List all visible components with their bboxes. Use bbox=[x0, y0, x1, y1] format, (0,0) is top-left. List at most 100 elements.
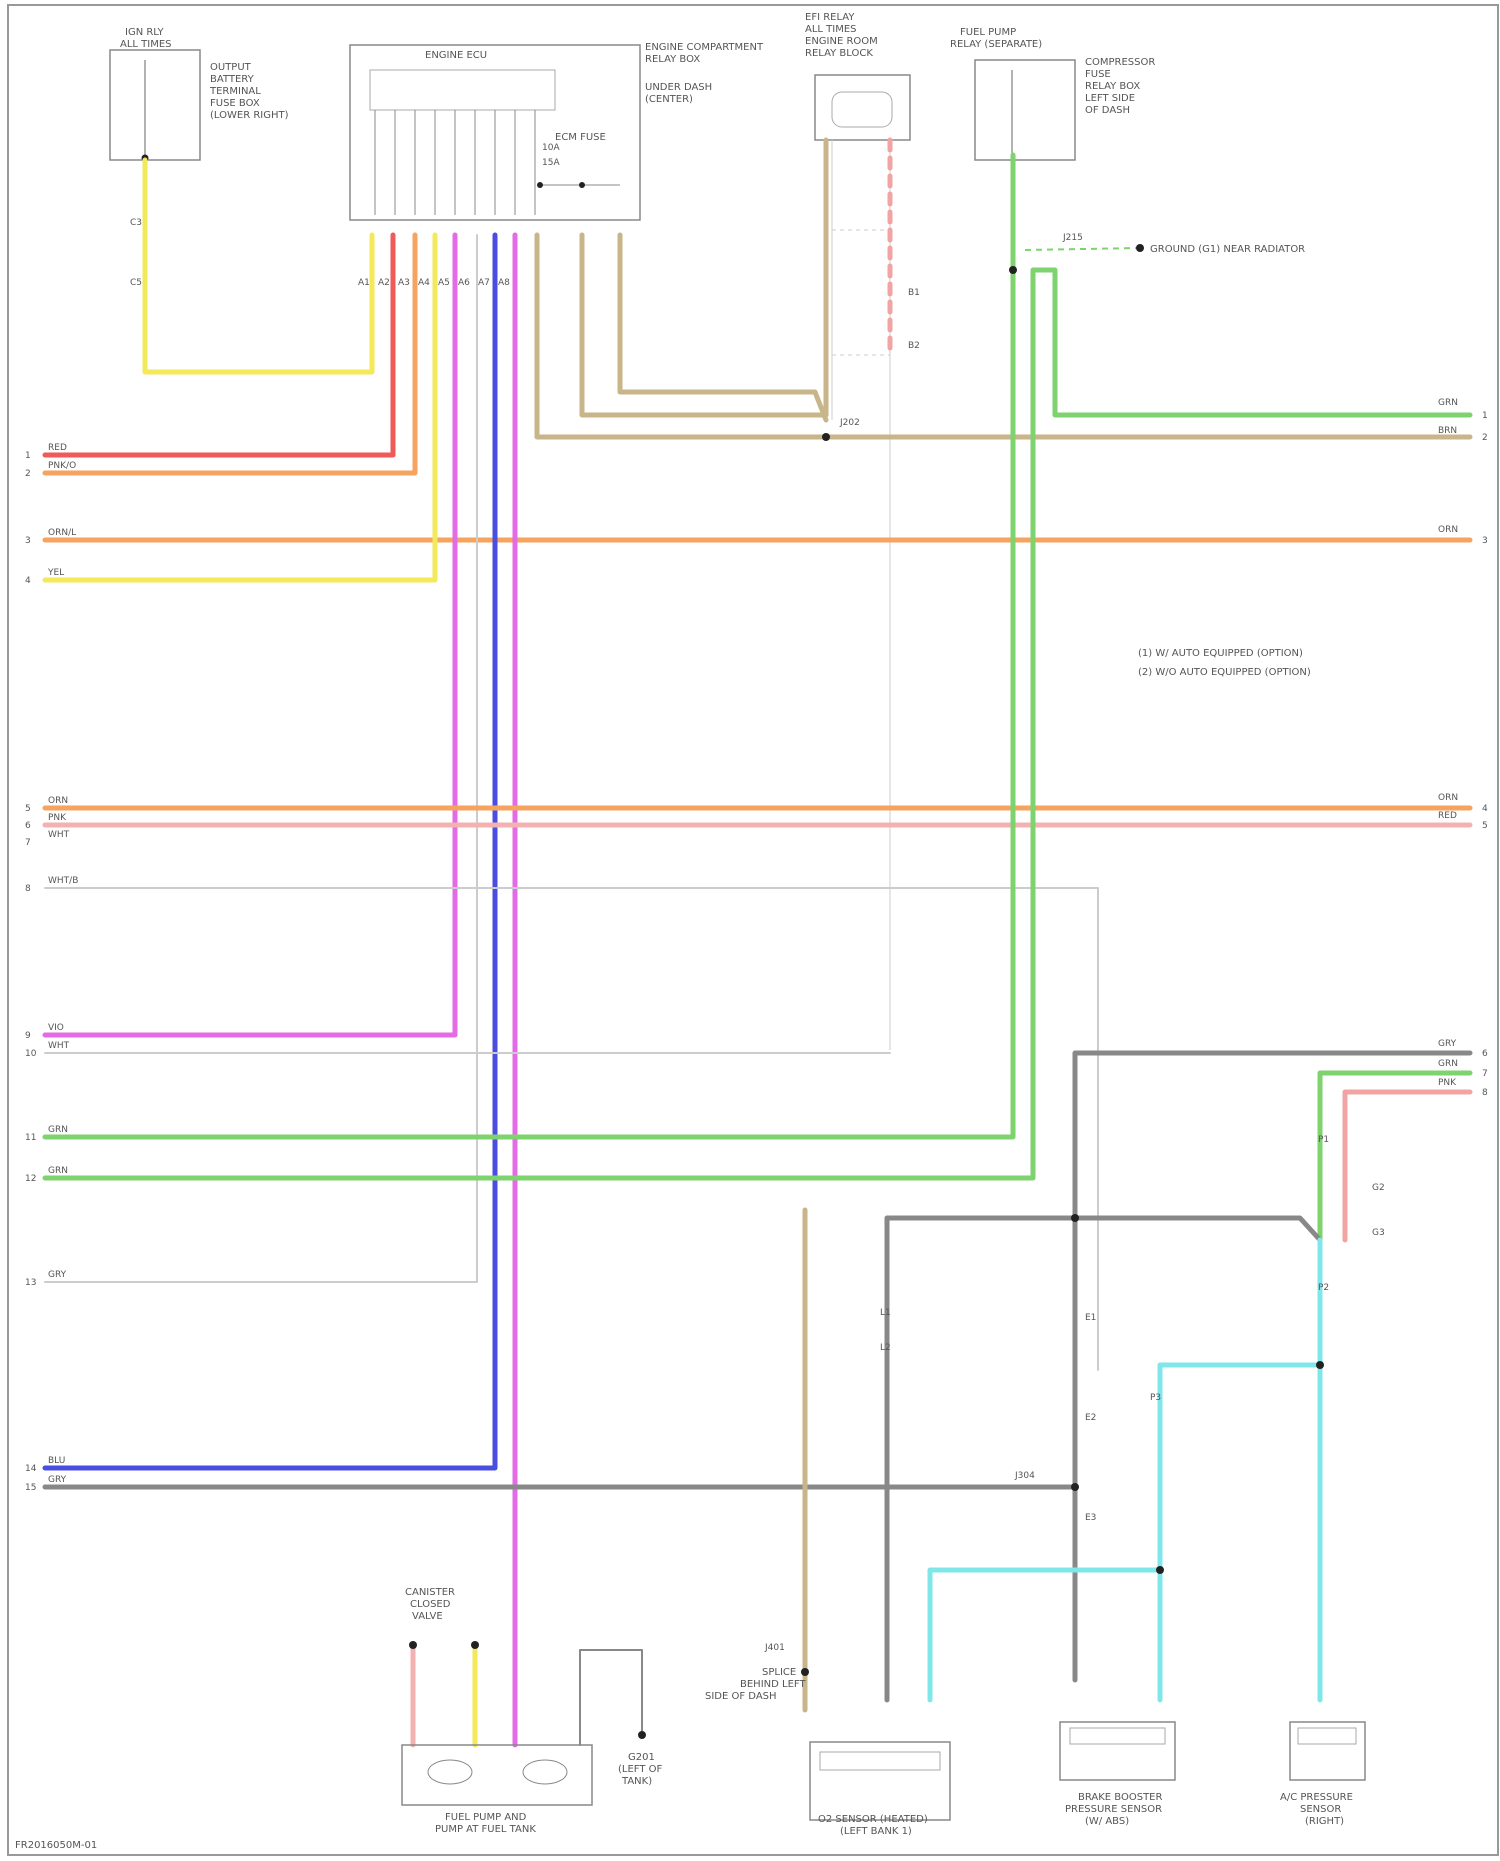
wire-orange-2 bbox=[45, 235, 415, 473]
efi-relay-title-1: EFI RELAY bbox=[805, 12, 855, 23]
small-label: E1 bbox=[1085, 1313, 1096, 1323]
right-pin-code: ORN bbox=[1438, 793, 1458, 803]
canister-valve: CANISTER CLOSED VALVE bbox=[405, 1587, 479, 1745]
small-label: P1 bbox=[1318, 1135, 1329, 1145]
small-label: P2 bbox=[1318, 1283, 1329, 1293]
left-pin-num: 10 bbox=[25, 1049, 37, 1059]
left-pin-num: 14 bbox=[25, 1464, 37, 1474]
small-label: 10A bbox=[542, 143, 560, 153]
small-label: L1 bbox=[880, 1308, 891, 1318]
left-pin-num: 3 bbox=[25, 536, 31, 546]
o2-sensor-title-2: (LEFT BANK 1) bbox=[840, 1826, 912, 1837]
efi-relay-title-3: ENGINE ROOM bbox=[805, 36, 878, 47]
left-pin-code: PNK/O bbox=[48, 461, 76, 471]
brake-sensor-title-3: (W/ ABS) bbox=[1085, 1816, 1129, 1827]
left-pin-num: 1 bbox=[25, 451, 31, 461]
wire-green-11 bbox=[45, 155, 1013, 1137]
left-pin-code: ORN/L bbox=[48, 528, 76, 538]
ignition-relay-note-5: (LOWER RIGHT) bbox=[210, 110, 289, 121]
left-pin-num: 15 bbox=[25, 1483, 36, 1493]
left-pin-num: 6 bbox=[25, 821, 31, 831]
splice-label: J304 bbox=[1014, 1471, 1035, 1481]
small-label: 15A bbox=[542, 158, 560, 168]
left-pin-code: WHT/B bbox=[48, 876, 78, 886]
small-labels: C3 C5 10A 15A B1 B2 A1 A2 A3 A4 A5 A6 A7… bbox=[130, 143, 1385, 1523]
small-label: A7 bbox=[478, 278, 490, 288]
left-pin-code: WHT bbox=[48, 830, 70, 840]
fuel-pump: FUEL PUMP AND PUMP AT FUEL TANK G201 (LE… bbox=[402, 1650, 663, 1835]
small-label: A3 bbox=[398, 278, 410, 288]
o2-sensor-title-1: O2 SENSOR (HEATED) bbox=[818, 1814, 928, 1825]
pressure-sensor-title-2: SENSOR bbox=[1300, 1804, 1341, 1815]
canister-valve-title-3: VALVE bbox=[412, 1611, 443, 1622]
small-label: A1 bbox=[358, 278, 370, 288]
right-pin-code: GRN bbox=[1438, 398, 1458, 408]
ground-g2-label-3: TANK) bbox=[621, 1776, 652, 1787]
engine-ecu-note-2: RELAY BOX bbox=[645, 54, 700, 65]
ignition-relay-note-2: BATTERY bbox=[210, 74, 255, 85]
small-label: E3 bbox=[1085, 1513, 1096, 1523]
right-pin-num: 3 bbox=[1482, 536, 1488, 546]
left-pin-code: WHT bbox=[48, 1041, 70, 1051]
small-label: A6 bbox=[458, 278, 470, 288]
wire-yellow-ignition bbox=[145, 160, 372, 372]
left-pin-code: RED bbox=[48, 443, 67, 453]
right-connector-labels: GRN 1 BRN 2 ORN 3 ORN 4 RED 5 GRY 6 GRN … bbox=[1438, 398, 1488, 1098]
left-pin-code: GRY bbox=[48, 1475, 67, 1485]
pressure-sensor-title-3: (RIGHT) bbox=[1305, 1816, 1344, 1827]
brake-sensor-title-1: BRAKE BOOSTER bbox=[1078, 1792, 1163, 1803]
engine-ecu-note-3: UNDER DASH bbox=[645, 82, 712, 93]
left-pin-num: 13 bbox=[25, 1278, 36, 1288]
efi-relay: EFI RELAY ALL TIMES ENGINE ROOM RELAY BL… bbox=[805, 12, 910, 1050]
left-pin-code: ORN bbox=[48, 796, 68, 806]
wire-salmon-right bbox=[1345, 1092, 1470, 1240]
fuel-relay-note-1: COMPRESSOR bbox=[1085, 57, 1155, 68]
wire-gray-loop bbox=[887, 1218, 1320, 1700]
wire-blue-14 bbox=[45, 235, 495, 1468]
efi-relay-title-2: ALL TIMES bbox=[805, 24, 857, 35]
wire-cyan-left bbox=[930, 1570, 1160, 1700]
right-pin-num: 8 bbox=[1482, 1088, 1488, 1098]
left-pin-num: 4 bbox=[25, 576, 31, 586]
canister-valve-title-1: CANISTER bbox=[405, 1587, 455, 1598]
fuel-pump-title-2: PUMP AT FUEL TANK bbox=[435, 1824, 536, 1835]
left-pin-code: GRN bbox=[48, 1125, 68, 1135]
left-pin-code: GRY bbox=[48, 1270, 67, 1280]
splice-note: SPLICE BEHIND LEFT SIDE OF DASH bbox=[705, 1667, 806, 1702]
splice-note-1: SPLICE bbox=[762, 1667, 796, 1678]
splice-note-3: SIDE OF DASH bbox=[705, 1691, 777, 1702]
right-pin-code: GRN bbox=[1438, 1059, 1458, 1069]
efi-relay-title-4: RELAY BLOCK bbox=[805, 48, 873, 59]
wire-gray-13 bbox=[45, 235, 477, 1282]
small-label: A2 bbox=[378, 278, 390, 288]
ground-g2-label-2: (LEFT OF bbox=[618, 1764, 663, 1775]
wire-yellow-4 bbox=[45, 235, 435, 580]
small-label: B2 bbox=[908, 341, 920, 351]
right-pin-num: 2 bbox=[1482, 433, 1488, 443]
left-pin-code: BLU bbox=[48, 1456, 65, 1466]
ignition-relay-note-4: FUSE BOX bbox=[210, 98, 260, 109]
canister-valve-title-2: CLOSED bbox=[410, 1599, 451, 1610]
page-border bbox=[8, 5, 1498, 1855]
left-pin-num: 8 bbox=[25, 884, 31, 894]
right-pin-num: 5 bbox=[1482, 821, 1488, 831]
fuel-pump-title-1: FUEL PUMP AND bbox=[445, 1812, 527, 1823]
pressure-sensor-title-1: A/C PRESSURE bbox=[1280, 1792, 1353, 1803]
splice-label: J202 bbox=[839, 418, 860, 428]
wire-red bbox=[45, 235, 393, 455]
engine-ecu-title: ENGINE ECU bbox=[425, 50, 487, 61]
ignition-relay-title: IGN RLY bbox=[125, 27, 165, 38]
fuel-relay-note-5: OF DASH bbox=[1085, 105, 1130, 116]
left-pin-code: VIO bbox=[48, 1023, 64, 1033]
small-label: A4 bbox=[418, 278, 430, 288]
engine-ecu: ENGINE ECU ENGINE COMPARTMENT RELAY BOX … bbox=[350, 42, 764, 220]
small-label: G2 bbox=[1372, 1183, 1385, 1193]
right-pin-code: BRN bbox=[1438, 426, 1457, 436]
right-pin-num: 7 bbox=[1482, 1069, 1488, 1079]
small-label: G3 bbox=[1372, 1228, 1385, 1238]
small-label: A5 bbox=[438, 278, 450, 288]
splice-label: J401 bbox=[764, 1643, 785, 1653]
left-pin-code: GRN bbox=[48, 1166, 68, 1176]
ignition-relay-note-3: TERMINAL bbox=[209, 86, 261, 97]
